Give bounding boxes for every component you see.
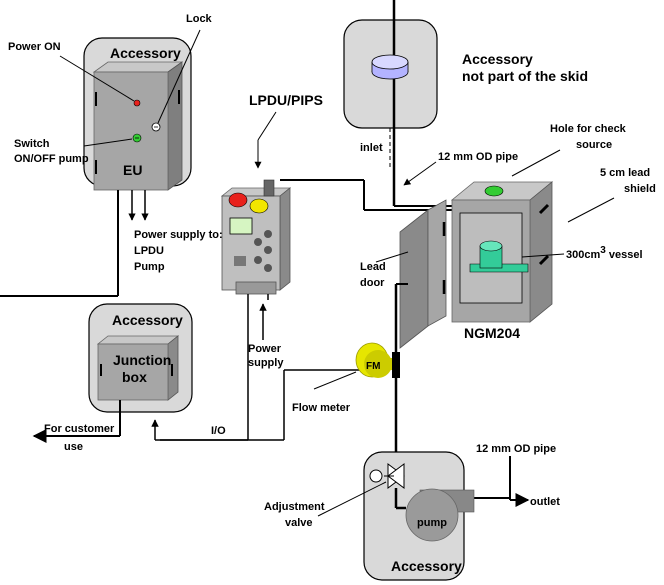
customer-label-2: use — [64, 441, 83, 453]
eu-label: EU — [123, 162, 142, 178]
switch-label-2: ON/OFF pump — [14, 153, 89, 165]
power-supply-to-label-3: Pump — [134, 261, 165, 273]
power-supply-label-1: Power — [248, 343, 282, 355]
power-on-label: Power ON — [8, 41, 61, 53]
pipe-bottom-label: 12 mm OD pipe — [476, 443, 556, 455]
lead-shield-label-1: 5 cm lead — [600, 167, 650, 179]
hole-label-1: Hole for check — [550, 123, 627, 135]
inlet-label: inlet — [360, 142, 383, 154]
power-supply-label-2: supply — [248, 357, 284, 369]
accessory-pump-label: Accessory — [391, 558, 462, 574]
adjustment-label-2: valve — [285, 517, 313, 529]
adjustment-valve-icon — [369, 463, 405, 489]
accessory-eu-label: Accessory — [110, 45, 181, 61]
customer-label-1: For customer — [44, 423, 115, 435]
junction-label-1: Junction — [113, 352, 171, 368]
power-on-led — [133, 99, 141, 107]
inlet-filter-icon — [371, 54, 409, 80]
red-lamp-icon — [228, 192, 248, 208]
hole-label-2: source — [576, 139, 612, 151]
lock-label: Lock — [186, 13, 213, 25]
check-source-hole-icon — [484, 185, 504, 197]
accessory-not-skid-label-2: not part of the skid — [462, 68, 588, 84]
eu-box: EU — [92, 61, 184, 191]
lead-door — [399, 199, 447, 349]
pipe-top-label: 12 mm OD pipe — [438, 151, 518, 163]
lead-door-label-1: Lead — [360, 261, 386, 273]
power-supply-to-label-1: Power supply to: — [134, 229, 223, 241]
lpdu-display — [229, 217, 253, 235]
fm-fitting — [392, 352, 400, 378]
switch-label-1: Switch — [14, 138, 50, 150]
pump-label: pump — [417, 517, 447, 529]
junction-box: Junction box — [96, 335, 180, 401]
accessory-not-skid-label-1: Accessory — [462, 51, 533, 67]
accessory-junction-label: Accessory — [112, 312, 183, 328]
adjustment-label-1: Adjustment — [264, 501, 325, 513]
power-supply-to-label-2: LPDU — [134, 245, 164, 257]
vessel-icon — [469, 240, 529, 273]
flow-meter-icon: FM — [355, 342, 392, 378]
flow-meter-label: Flow meter — [292, 402, 351, 414]
io-label: I/O — [211, 425, 226, 437]
junction-label-2: box — [122, 369, 147, 385]
yellow-lamp-icon — [249, 198, 269, 214]
vessel-label: 300cm3 vessel — [566, 245, 643, 261]
fm-label: FM — [366, 361, 380, 372]
lead-shield-label-2: shield — [624, 183, 656, 195]
ngm204-label: NGM204 — [464, 325, 520, 341]
outlet-label: outlet — [530, 496, 560, 508]
lpdu-pips-label: LPDU/PIPS — [249, 92, 323, 108]
lpdu-device — [220, 179, 292, 300]
lead-door-label-2: door — [360, 277, 385, 289]
pump-icon: pump — [405, 488, 475, 542]
